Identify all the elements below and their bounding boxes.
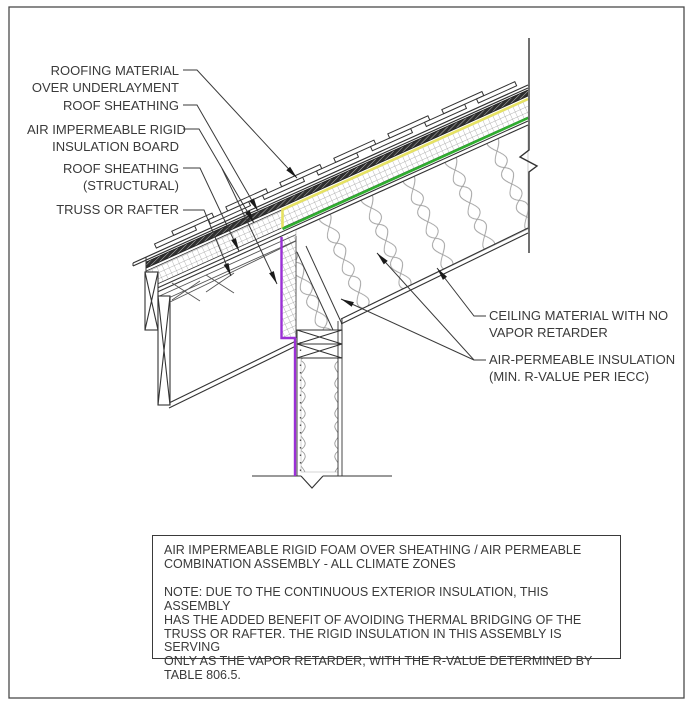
callout-structural-line2: (STRUCTURAL) xyxy=(82,178,179,193)
callout-roofing-material: ROOFING MATERIAL OVER UNDERLAYMENT xyxy=(27,62,179,96)
callout-roofing-line2: OVER UNDERLAYMENT xyxy=(31,80,179,95)
leader-arrowheads xyxy=(223,166,447,307)
callout-truss-line1: TRUSS OR RAFTER xyxy=(56,202,179,217)
leader-rigid xyxy=(183,128,255,224)
eave-fascia xyxy=(144,271,171,406)
callout-sheathing-line1: ROOF SHEATHING xyxy=(62,98,179,113)
callout-permeable-line1: AIR-PERMEABLE INSULATION xyxy=(489,352,676,367)
leader-truss xyxy=(183,209,232,277)
callout-structural-line1: ROOF SHEATHING xyxy=(62,161,179,176)
leader-lines xyxy=(183,69,486,361)
callout-truss-rafter: TRUSS OR RAFTER xyxy=(27,201,179,218)
leader-structural xyxy=(183,167,240,252)
wall-bottom-break xyxy=(252,475,392,489)
sheet-border xyxy=(8,6,685,699)
underlayment-highlight-yellow xyxy=(281,97,529,229)
truss-top-chord-lines xyxy=(145,234,297,309)
callout-ceiling-line1: CEILING MATERIAL WITH NO xyxy=(489,308,669,323)
callout-roofing-line1: ROOFING MATERIAL xyxy=(50,63,179,78)
leader-roofing xyxy=(183,69,298,179)
leader-rigid-fork xyxy=(221,168,278,285)
note-gap xyxy=(164,572,610,586)
leader-ceiling xyxy=(436,267,486,317)
section-break-line xyxy=(518,38,539,253)
leader-sheathing xyxy=(183,104,259,212)
note-line5: TABLE 806.5. xyxy=(164,668,241,683)
wall-section xyxy=(252,319,392,489)
assembly-title-line2: COMBINATION ASSEMBLY - ALL CLIMATE ZONES xyxy=(164,556,456,571)
roof-sheathing-band xyxy=(145,89,529,269)
structural-sheathing-lines xyxy=(145,120,529,298)
callout-ceiling-line2: VAPOR RETARDER xyxy=(489,325,608,340)
air-barrier-highlight-green xyxy=(281,116,529,231)
callout-roof-sheathing: ROOF SHEATHING xyxy=(27,97,179,114)
callout-rigid-line1: AIR IMPERMEABLE RIGID xyxy=(27,122,186,137)
roofing-material-lines xyxy=(132,84,529,267)
truss-heel-web xyxy=(296,245,343,331)
callout-structural-sheathing: ROOF SHEATHING (STRUCTURAL) xyxy=(27,160,179,194)
callout-rigid-insulation: AIR IMPERMEABLE RIGID INSULATION BOARD xyxy=(27,121,186,155)
shingle-tabs xyxy=(153,81,518,249)
assembly-title-line1: AIR IMPERMEABLE RIGID FOAM OVER SHEATHIN… xyxy=(164,543,582,557)
rigid-insulation-heel-leg xyxy=(281,236,297,338)
note-line4: ONLY AS THE VAPOR RETARDER, WITH THE R-V… xyxy=(164,654,593,669)
callout-rigid-line2: INSULATION BOARD xyxy=(52,139,179,154)
title-note-box: AIR IMPERMEABLE RIGID FOAM OVER SHEATHIN… xyxy=(152,535,621,682)
callout-ceiling-material: CEILING MATERIAL WITH NO VAPOR RETARDER xyxy=(489,307,668,341)
leader-permeable-b xyxy=(340,298,475,361)
ceiling-lines xyxy=(168,227,529,409)
note-line1: NOTE: DUE TO THE CONTINUOUS EXTERIOR INS… xyxy=(164,584,549,613)
vapor-retarder-highlight-purple xyxy=(280,237,297,476)
note-line2: HAS THE ADDED BENEFIT OF AVOIDING THERMA… xyxy=(164,612,582,627)
eave-framing xyxy=(169,240,297,303)
callout-permeable-line2: (MIN. R-VALUE PER IECC) xyxy=(489,369,650,384)
wall-top-plates xyxy=(296,329,343,359)
note-line3: TRUSS OR RAFTER. THE RIGID INSULATION IN… xyxy=(164,626,562,655)
callout-air-permeable: AIR-PERMEABLE INSULATION (MIN. R-VALUE P… xyxy=(489,351,675,385)
roof-assembly xyxy=(132,84,529,309)
wall-batt-insulation xyxy=(300,357,339,473)
